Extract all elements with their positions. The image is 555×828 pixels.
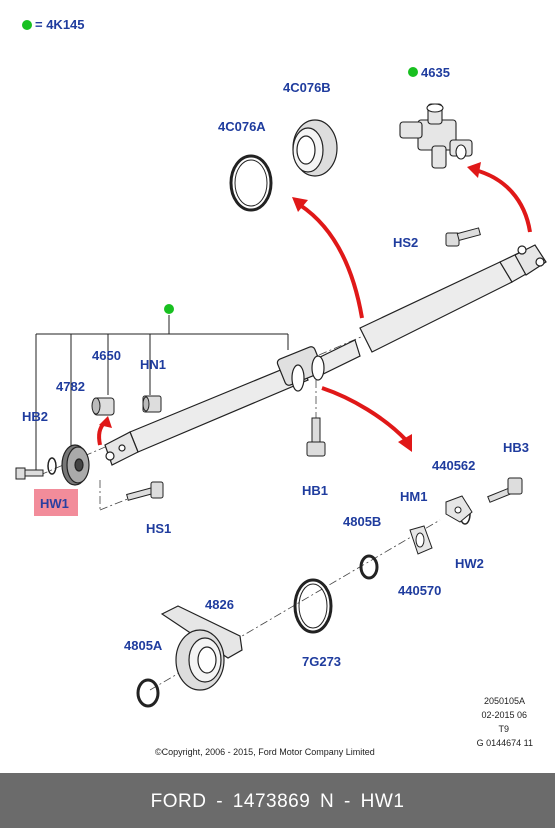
arrowhead-4 bbox=[99, 416, 112, 428]
label-4826[interactable]: 4826 bbox=[205, 597, 234, 612]
group-dot-icon bbox=[164, 304, 174, 314]
meta-g: G 0144674 11 bbox=[476, 738, 533, 748]
ring-4c076a bbox=[229, 154, 273, 212]
highlight-hw1 bbox=[34, 489, 78, 516]
legend-label: = 4K145 bbox=[35, 17, 85, 32]
seal-7g273 bbox=[293, 578, 333, 634]
arrowhead-1 bbox=[292, 197, 308, 212]
group-leader-lines bbox=[35, 315, 289, 470]
bolt-hb2 bbox=[15, 467, 44, 480]
ring-4805a bbox=[136, 678, 160, 708]
label-7g273[interactable]: 7G273 bbox=[302, 654, 342, 669]
label-hs2[interactable]: HS2 bbox=[393, 235, 419, 250]
bushing-4650 bbox=[91, 397, 115, 416]
label-440562[interactable]: 440562 bbox=[432, 458, 476, 473]
label-4635[interactable]: 4635 bbox=[421, 65, 450, 80]
label-hb3[interactable]: HB3 bbox=[503, 440, 530, 455]
label-4650[interactable]: 4650 bbox=[92, 348, 121, 363]
label-hw2[interactable]: HW2 bbox=[455, 556, 484, 571]
ring-4805b bbox=[359, 554, 379, 580]
bracket-440562 bbox=[445, 495, 473, 523]
label-hs1[interactable]: HS1 bbox=[146, 521, 172, 536]
nut-hn1 bbox=[142, 395, 162, 413]
label-4782[interactable]: 4782 bbox=[56, 379, 85, 394]
label-hm1[interactable]: HM1 bbox=[400, 489, 428, 504]
meta-t: T9 bbox=[498, 724, 509, 734]
label-hb1[interactable]: HB1 bbox=[302, 483, 329, 498]
label-4805b[interactable]: 4805B bbox=[343, 514, 382, 529]
bearing-4c076b bbox=[292, 119, 338, 177]
arrow-to-hardware bbox=[321, 386, 408, 442]
bolt-hb3 bbox=[487, 477, 523, 503]
label-hn1[interactable]: HN1 bbox=[140, 357, 167, 372]
meta-code: 2050105A bbox=[483, 696, 525, 706]
arrow-to-u-joint bbox=[474, 168, 532, 233]
label-hb2[interactable]: HB2 bbox=[22, 409, 49, 424]
copyright-text: ©Copyright, 2006 - 2015, Ford Motor Comp… bbox=[155, 747, 375, 757]
label-4c076b[interactable]: 4C076B bbox=[283, 80, 331, 95]
washer-hw1 bbox=[47, 457, 57, 475]
u-joint-4635 bbox=[399, 103, 473, 169]
arrowhead-2 bbox=[467, 162, 481, 178]
footer-text: FORD - 1473869 N - HW1 bbox=[150, 791, 405, 812]
driveshaft-tube bbox=[129, 249, 534, 453]
driveshaft-diagram bbox=[15, 103, 547, 708]
red-arrows bbox=[97, 168, 532, 446]
front-yoke bbox=[104, 431, 139, 466]
label-4805a[interactable]: 4805A bbox=[124, 638, 163, 653]
bolt-hs2 bbox=[445, 227, 481, 247]
shaft-bearing bbox=[276, 346, 325, 392]
footer-bar: FORD - 1473869 N - HW1 bbox=[0, 773, 555, 828]
label-hw1[interactable]: HW1 bbox=[40, 496, 69, 511]
center-support-4826 bbox=[160, 605, 243, 691]
label-4c076a[interactable]: 4C076A bbox=[218, 119, 266, 134]
clip-440570 bbox=[409, 525, 433, 555]
flex-coupling bbox=[61, 444, 90, 486]
u-joint-dot-icon bbox=[408, 67, 418, 77]
bolt-hb1 bbox=[306, 417, 326, 457]
rear-yoke bbox=[514, 244, 547, 276]
meta-date: 02-2015 06 bbox=[481, 710, 527, 720]
label-440570[interactable]: 440570 bbox=[398, 583, 442, 598]
arrow-to-bearing-ring bbox=[298, 203, 364, 319]
legend-dot-icon bbox=[22, 20, 32, 30]
arrowhead-3 bbox=[398, 434, 412, 452]
bolt-hs1 bbox=[126, 481, 164, 501]
